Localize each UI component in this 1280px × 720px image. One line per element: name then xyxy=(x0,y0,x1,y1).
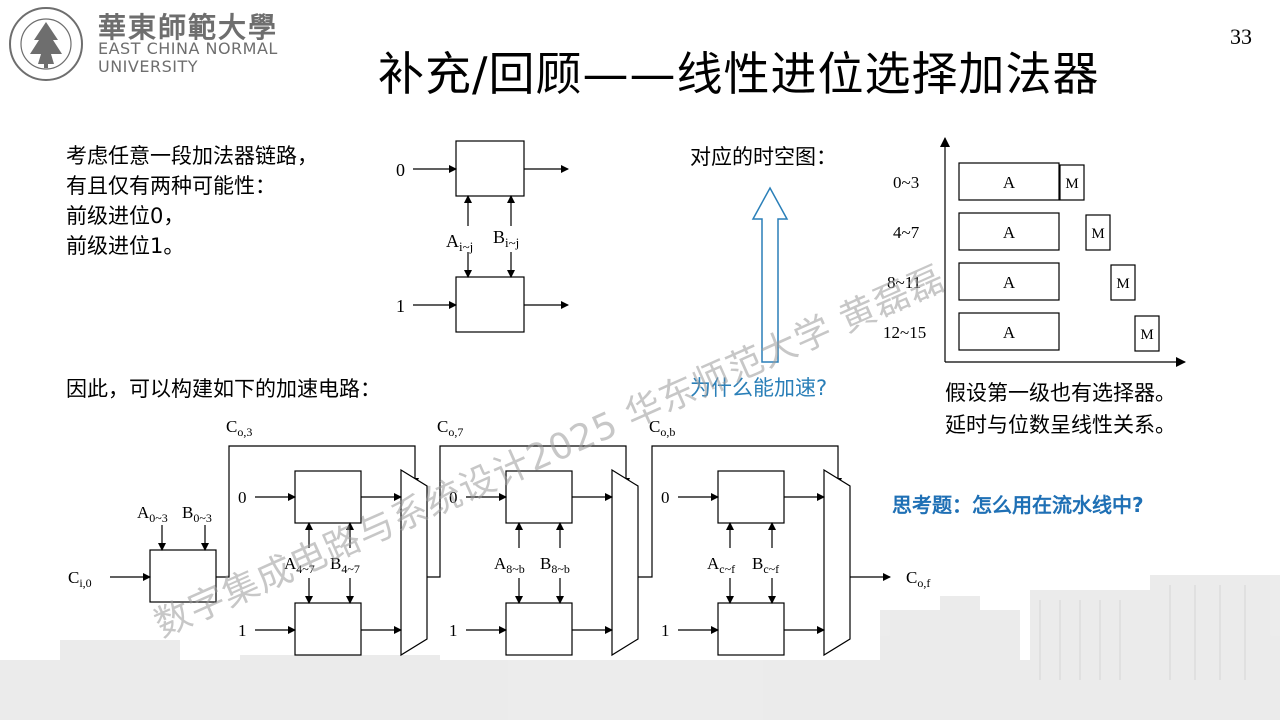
mux-time-block xyxy=(1059,164,1085,201)
speedup-arrow-icon xyxy=(751,186,789,363)
description-text: 考虑任意一段加法器链路， 有且仅有两种可能性： 前级进位0， 前级进位1。 xyxy=(66,141,318,261)
circuit-label: 因此，可以构建如下的加速电路： xyxy=(66,377,381,401)
stage1-carry-label: Co,3 xyxy=(226,417,252,439)
stage1-input-one: 1 xyxy=(238,621,247,640)
space-time-row: 0~3 A M xyxy=(893,162,1085,201)
carry-out-final-label: Co,f xyxy=(906,568,930,590)
adder-block-carry1 xyxy=(455,276,525,333)
operand-a-label: Ai~j xyxy=(446,231,473,254)
svg-text:A: A xyxy=(1003,273,1016,292)
stage3-input-zero: 0 xyxy=(661,488,670,507)
stage2-adder-carry1 xyxy=(505,602,573,656)
assumption-text: 假设第一级也有选择器。 延时与位数呈线性关系。 xyxy=(945,381,1176,437)
stage1-operand-b: B4~7 xyxy=(330,554,360,576)
description-line: 有且仅有两种可能性： xyxy=(66,174,276,198)
stage1-input-zero: 0 xyxy=(238,488,247,507)
svg-text:M: M xyxy=(1140,327,1153,343)
svg-text:A: A xyxy=(1003,323,1016,342)
stage3-operand-a: Ac~f xyxy=(707,554,735,576)
stage1-adder-carry0 xyxy=(294,470,362,524)
stage2-input-zero: 0 xyxy=(449,488,458,507)
svg-text:M: M xyxy=(1116,276,1129,292)
space-time-row: 4~7 A M xyxy=(893,212,1111,251)
university-logo xyxy=(9,7,83,81)
space-time-row: 8~11 A M xyxy=(887,262,1136,301)
adder-block-carry0 xyxy=(455,140,525,197)
first-operand-a-label: A0~3 xyxy=(137,503,168,525)
bit-range-label: 4~7 xyxy=(893,223,920,242)
stage2-mux xyxy=(611,468,639,657)
adder-time-block xyxy=(958,312,1060,351)
university-name-cn: 華東師範大學 xyxy=(98,11,279,44)
stage2-operand-b: B8~b xyxy=(540,554,570,576)
svg-text:M: M xyxy=(1091,226,1104,242)
description-line: 前级进位0， xyxy=(66,204,185,228)
stage1-mux xyxy=(400,468,428,657)
bit-range-label: 12~15 xyxy=(883,323,926,342)
stage2-input-one: 1 xyxy=(449,621,458,640)
adder-time-block xyxy=(958,162,1060,201)
mux-time-block xyxy=(1085,214,1111,251)
stage1-adder-carry1 xyxy=(294,602,362,656)
why-speedup-question: 为什么能加速? xyxy=(690,376,828,400)
adder-time-block xyxy=(958,262,1060,301)
stage1-operand-a: A4~7 xyxy=(284,554,315,576)
svg-text:M: M xyxy=(1065,176,1078,192)
description-line: 前级进位1。 xyxy=(66,234,185,258)
adder-time-block xyxy=(958,212,1060,251)
bit-range-label: 0~3 xyxy=(893,173,919,192)
stage3-input-one: 1 xyxy=(661,621,670,640)
stage3-operand-b: Bc~f xyxy=(752,554,779,576)
operand-b-label: Bi~j xyxy=(493,227,519,250)
space-time-row: 12~15 A M xyxy=(883,312,1160,352)
slide-title: 补充/回顾——线性进位选择加法器 xyxy=(378,47,1100,101)
input-zero-label: 0 xyxy=(396,160,405,180)
mux-time-block xyxy=(1134,315,1160,352)
stage3-mux xyxy=(823,468,851,657)
space-time-label: 对应的时空图： xyxy=(690,145,837,169)
stage3-carry-label: Co,b xyxy=(649,417,675,439)
university-name-en: EAST CHINA NORMAL UNIVERSITY xyxy=(98,39,278,76)
stage3-adder-carry0 xyxy=(717,470,785,524)
svg-text:A: A xyxy=(1003,223,1016,242)
carry-in-label: Ci,0 xyxy=(68,568,92,590)
two-adder-diagram: 0 1 Ai~j Bi~j xyxy=(396,140,569,333)
space-time-diagram: 0~3 A M 4~7 A M 8~11 A M 12~15 A M xyxy=(883,137,1186,367)
svg-text:A: A xyxy=(1003,173,1016,192)
think-question: 思考题：怎么用在流水线中? xyxy=(892,493,1144,517)
mux-time-block xyxy=(1110,264,1136,301)
input-one-label: 1 xyxy=(396,296,405,316)
bit-range-label: 8~11 xyxy=(887,273,921,292)
description-line: 考虑任意一段加法器链路， xyxy=(66,144,318,168)
stage3-adder-carry1 xyxy=(717,602,785,656)
page-number: 33 xyxy=(1230,24,1252,49)
stage2-carry-label: Co,7 xyxy=(437,417,463,439)
first-operand-b-label: B0~3 xyxy=(182,503,212,525)
pine-tree-icon xyxy=(30,22,62,64)
stage2-operand-a: A8~b xyxy=(494,554,525,576)
